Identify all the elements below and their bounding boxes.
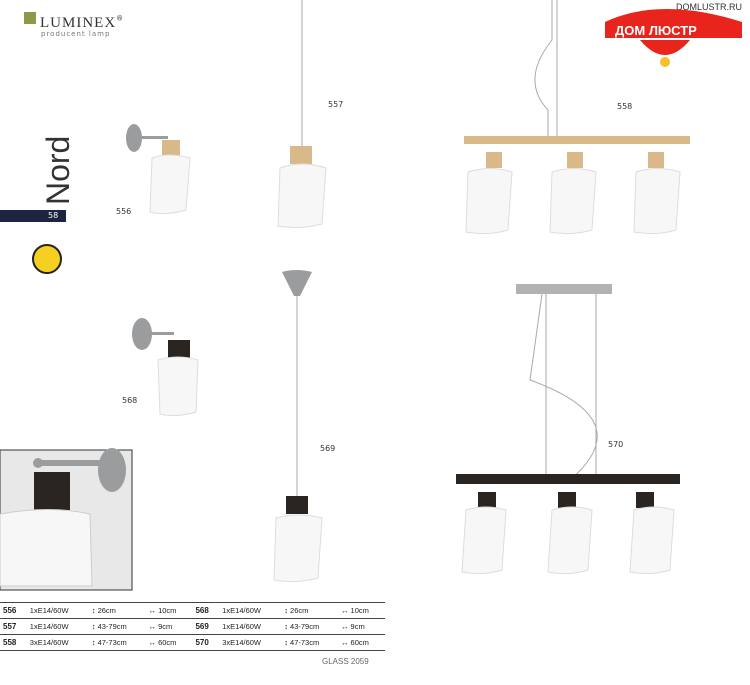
glass-code: GLASS 2059 (322, 657, 369, 666)
width-icon: ↔ (340, 622, 349, 631)
spec-bulb: 3xE14/60W (219, 634, 282, 651)
spec-width: ↔ 9cm (337, 618, 385, 635)
height-icon: ↕ (284, 606, 288, 615)
height-icon: ↕ (91, 638, 96, 647)
spec-height-value: 43-79cm (290, 622, 320, 631)
spec-height: ↕ 43-79cm (88, 618, 146, 635)
label-570: 570 (608, 440, 624, 449)
spec-code: 570 (192, 634, 220, 651)
spec-code: 557 (0, 618, 27, 635)
spec-height-value: 43-79cm (97, 622, 127, 631)
luminex-logo: LUMINEX® producent lamp (24, 12, 123, 38)
spec-height: ↕ 26cm (88, 602, 146, 619)
width-icon: ↔ (148, 606, 157, 615)
spec-height-value: 26cm (290, 606, 309, 615)
spec-height: ↕ 43-79cm (281, 618, 338, 635)
spec-width: ↔ 9cm (145, 618, 193, 635)
spec-code: 569 (192, 618, 220, 635)
spec-width: ↔ 60cm (145, 634, 193, 651)
spec-height-value: 47-73cm (290, 638, 320, 647)
height-icon: ↕ (91, 622, 96, 631)
lamp-568 (132, 318, 199, 417)
spec-bulb: 3xE14/60W (26, 634, 89, 651)
spec-bulb: 1xE14/60W (26, 602, 89, 619)
height-icon: ↕ (284, 622, 288, 631)
spec-width-value: 60cm (158, 638, 177, 647)
height-icon: ↕ (91, 606, 96, 615)
domlustr-logo: ДОМ ЛЮСТР (605, 9, 742, 67)
spec-code: 558 (0, 634, 27, 651)
spec-code: 568 (192, 602, 220, 619)
spec-height: ↕ 47-73cm (88, 634, 146, 651)
energy-saving-badge-icon (32, 244, 62, 274)
label-558: 558 (617, 102, 633, 111)
spec-width-value: 10cm (158, 606, 177, 615)
lamp-556 (126, 124, 191, 215)
brand-name: LUMINEX (40, 15, 117, 31)
spec-height: ↕ 26cm (281, 602, 338, 619)
spec-table: 556 1xE14/60W ↕ 26cm ↔ 10cm 568 1xE14/60… (0, 602, 385, 651)
site-logo-text: ДОМ ЛЮСТР (615, 23, 697, 38)
label-568: 568 (122, 396, 138, 405)
height-icon: ↕ (284, 638, 288, 647)
lamp-570 (456, 284, 680, 575)
spec-width-value: 60cm (350, 638, 369, 647)
site-url: DOMLUSTR.RU (675, 2, 742, 12)
label-569: 569 (320, 444, 336, 453)
table-row: 556 1xE14/60W ↕ 26cm ↔ 10cm 568 1xE14/60… (0, 602, 385, 619)
spec-height: ↕ 47-73cm (281, 634, 338, 651)
spec-height-value: 26cm (97, 606, 116, 615)
width-icon: ↔ (340, 606, 349, 615)
width-icon: ↔ (148, 638, 157, 647)
brand-tagline: producent lamp (41, 30, 111, 38)
spec-width: ↔ 10cm (337, 602, 385, 619)
label-557: 557 (328, 100, 344, 109)
spec-width: ↔ 60cm (337, 634, 385, 651)
spec-width-value: 9cm (158, 622, 173, 631)
detail-inset (0, 448, 133, 591)
lamp-558 (464, 0, 690, 235)
label-556: 556 (116, 207, 132, 216)
width-icon: ↔ (340, 638, 349, 647)
page-number: 58 (48, 211, 59, 220)
table-row: 557 1xE14/60W ↕ 43-79cm ↔ 9cm 569 1xE14/… (0, 618, 385, 635)
spec-bulb: 1xE14/60W (26, 618, 89, 635)
width-icon: ↔ (148, 622, 157, 631)
table-row: 558 3xE14/60W ↕ 47-73cm ↔ 60cm 570 3xE14… (0, 634, 385, 651)
spec-width-value: 9cm (350, 622, 365, 631)
spec-bulb: 1xE14/60W (219, 602, 282, 619)
logo-mark-icon (24, 12, 36, 24)
page-bar (0, 210, 66, 222)
spec-height-value: 47-73cm (97, 638, 127, 647)
spec-bulb: 1xE14/60W (219, 618, 282, 635)
lamp-557 (277, 0, 327, 229)
brand-reg: ® (116, 14, 124, 23)
lamp-569 (273, 270, 323, 583)
spec-width: ↔ 10cm (145, 602, 193, 619)
spec-width-value: 10cm (350, 606, 369, 615)
spec-code: 556 (0, 602, 27, 619)
